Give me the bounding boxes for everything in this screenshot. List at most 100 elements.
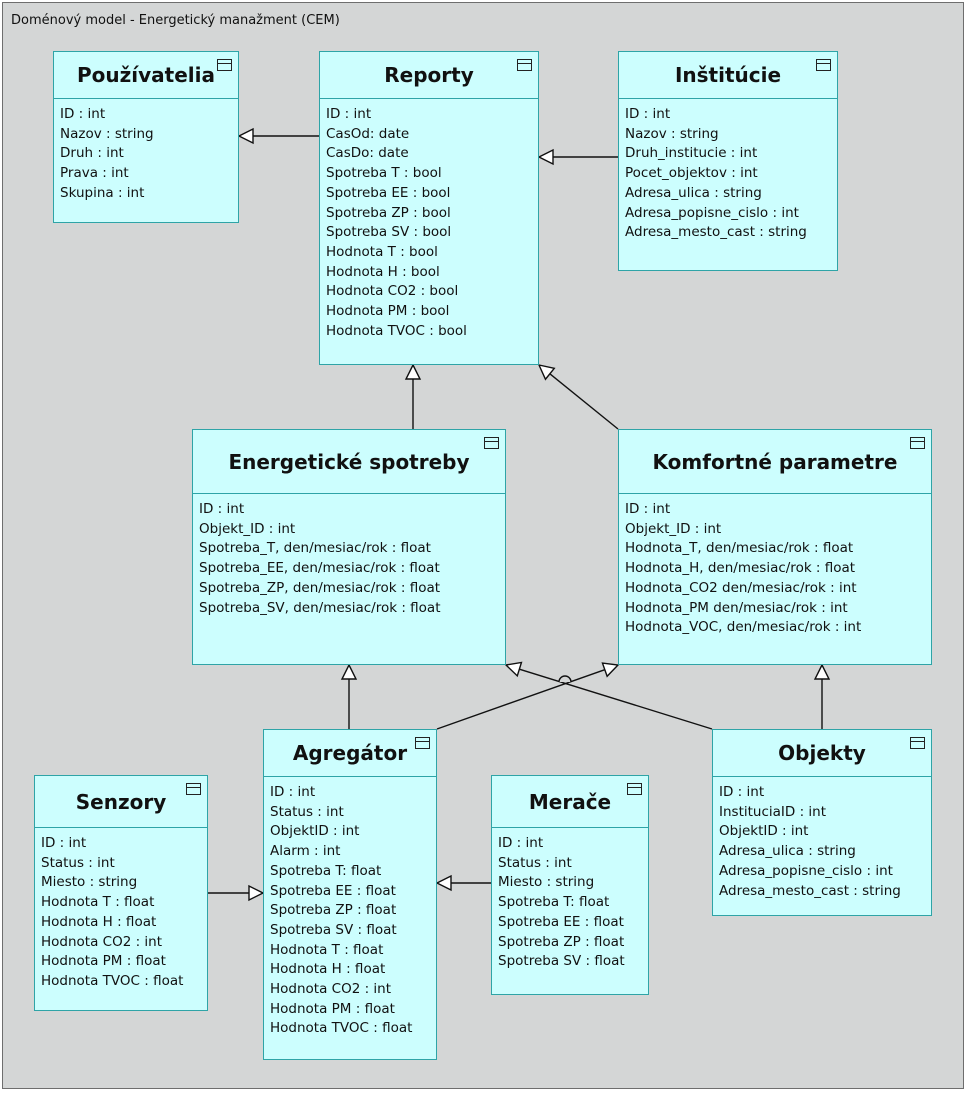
attribute-item: Adresa_ulica : string — [719, 843, 856, 860]
attribute-item: Hodnota_T, den/mesiac/rok : float — [625, 540, 854, 557]
attribute-item: Druh : int — [60, 145, 124, 162]
attribute-item: ID : int — [498, 835, 544, 851]
attribute-item: Status : int — [41, 854, 115, 871]
class-icon — [627, 783, 642, 795]
attribute-item: ID : int — [270, 784, 316, 800]
attribute-item: Status : int — [498, 854, 572, 871]
class-header: Reporty — [320, 52, 538, 99]
attribute-item: Hodnota CO2 : int — [41, 933, 163, 950]
class-icon — [186, 783, 201, 795]
attribute-item: Spotreba_T, den/mesiac/rok : float — [199, 540, 431, 557]
attribute-item: Hodnota CO2 : int — [270, 981, 392, 998]
class-icon — [484, 437, 499, 449]
class-icon — [217, 59, 232, 71]
attribute-item: Hodnota CO2 : bool — [326, 283, 459, 300]
relation-objekty-to-komfortne-arrowhead — [813, 663, 831, 680]
relation-agregator-to-komfortne-arrowhead — [601, 662, 620, 678]
class-header: Objekty — [713, 730, 931, 777]
attribute-item: Alarm : int — [270, 843, 341, 860]
attribute-item: Spotreba ZP : bool — [326, 204, 451, 221]
relation-komfortne-to-reporty-arrowhead — [537, 364, 556, 381]
relation-energeticke-to-reporty-arrowhead — [404, 363, 422, 380]
attribute-item: Hodnota H : bool — [326, 263, 440, 280]
attribute-item: Hodnota H : float — [270, 961, 386, 978]
class-icon — [910, 737, 925, 749]
attribute-item: CasOd: date — [326, 125, 410, 142]
class-name: Merače — [528, 789, 612, 814]
attribute-item: ID : int — [625, 106, 671, 122]
relation-reporty-to-pouzivatelia-arrowhead — [237, 127, 254, 145]
attribute-item: Hodnota TVOC : float — [41, 972, 184, 989]
class-name: Objekty — [778, 741, 866, 765]
attribute-item: Spotreba EE : float — [498, 913, 624, 930]
attribute-item: Hodnota_H, den/mesiac/rok : float — [625, 560, 856, 577]
frame-title: Doménový model - Energetický manažment (… — [11, 13, 340, 28]
relation-senzory-to-agregator-arrowhead — [248, 884, 265, 902]
relation-institucie-to-reporty-arrowhead — [537, 148, 554, 166]
attribute-item: Spotreba T: float — [270, 862, 382, 879]
attribute-item: Prava : int — [60, 165, 129, 182]
attribute-item: ID : int — [199, 501, 245, 517]
attribute-item: Hodnota_CO2 den/mesiac/rok : int — [625, 579, 857, 596]
class-header: Komfortné parametre — [619, 430, 931, 494]
attribute-item: Hodnota PM : bool — [326, 303, 450, 320]
attribute-item: Adresa_ulica : string — [625, 184, 762, 201]
attribute-item: Druh_institucie : int — [625, 145, 758, 162]
class-name: Senzory — [75, 789, 167, 814]
relation-objekty-to-energeticke-line — [519, 668, 713, 730]
attribute-item: Adresa_popisne_cislo : int — [625, 204, 799, 221]
relation-objekty-to-energeticke-arrowhead — [504, 661, 523, 678]
attribute-item: Hodnota T : float — [270, 941, 384, 958]
relation-merace-to-agregator-arrowhead — [435, 874, 452, 892]
attribute-item: Adresa_popisne_cislo : int — [719, 862, 893, 879]
class-icon — [910, 437, 925, 449]
attribute-item: Hodnota_VOC, den/mesiac/rok : int — [625, 619, 862, 636]
line-crossing-hop — [558, 675, 572, 683]
attribute-item: Nazov : string — [625, 125, 719, 142]
attribute-item: Objekt_ID : int — [199, 520, 296, 537]
attribute-item: ID : int — [326, 106, 372, 122]
attribute-item: Nazov : string — [60, 125, 154, 142]
class-name: Reporty — [384, 63, 474, 87]
attribute-item: Spotreba SV : float — [498, 953, 625, 970]
relation-agregator-to-energeticke-arrowhead — [340, 663, 358, 680]
class-icon — [816, 59, 831, 71]
attribute-item: Spotreba ZP : float — [498, 933, 625, 950]
class-header: Merače — [492, 776, 648, 828]
attribute-item: Pocet_objektov : int — [625, 165, 758, 182]
attribute-item: Hodnota PM : float — [41, 953, 166, 970]
attribute-item: ObjektID : int — [719, 823, 809, 840]
attribute-item: Spotreba T: float — [498, 894, 610, 911]
attribute-item: ID : int — [719, 784, 765, 800]
attribute-item: Skupina : int — [60, 184, 145, 201]
class-header: Používatelia — [54, 52, 238, 99]
attribute-item: Spotreba EE : float — [270, 882, 396, 899]
attribute-item: Hodnota H : float — [41, 913, 157, 930]
attribute-item: ID : int — [41, 835, 87, 851]
attribute-item: Spotreba_ZP, den/mesiac/rok : float — [199, 579, 441, 596]
attribute-item: Hodnota TVOC : bool — [326, 322, 467, 339]
attribute-item: Adresa_mesto_cast : string — [719, 882, 901, 899]
class-header: Agregátor — [264, 730, 436, 777]
attribute-item: Spotreba SV : bool — [326, 224, 452, 241]
class-icon — [415, 737, 430, 749]
attribute-item: Spotreba_SV, den/mesiac/rok : float — [199, 599, 441, 616]
class-name: Energetické spotreby — [228, 449, 470, 474]
class-name: Komfortné parametre — [652, 449, 898, 474]
